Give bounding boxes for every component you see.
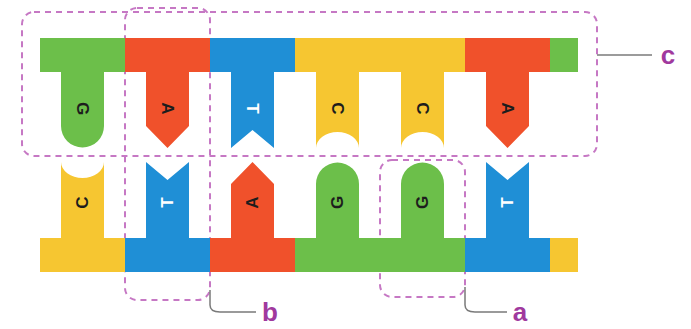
nucleotide: C: [295, 38, 380, 150]
callout-letter: b: [262, 299, 278, 325]
callout-letter: c: [661, 42, 675, 68]
callout-letter: a: [513, 299, 527, 325]
base-letter: G: [414, 195, 431, 208]
nucleotide-shape: [380, 38, 465, 150]
base-letter: T: [244, 103, 261, 113]
base-letter: A: [159, 102, 176, 114]
base-letter: C: [414, 102, 431, 114]
nucleotide: G: [380, 160, 465, 272]
base-letter: G: [329, 195, 346, 208]
base-letter: A: [499, 102, 516, 114]
nucleotide: T: [125, 160, 210, 272]
nucleotide-shape: [40, 160, 125, 272]
leader-line: [210, 290, 256, 312]
base-letter: T: [159, 197, 176, 207]
nucleotide: T: [210, 38, 295, 150]
nucleotide-shape: [465, 38, 550, 150]
leader-line: [465, 287, 507, 312]
nucleotide: G: [40, 38, 125, 150]
nucleotide: G: [295, 160, 380, 272]
nucleotide: A: [210, 160, 295, 272]
strand-end: [550, 38, 578, 72]
nucleotide-shape: [210, 38, 295, 150]
base-letter: C: [74, 196, 91, 208]
base-bracket: [380, 160, 465, 297]
strand-bracket: [22, 12, 597, 156]
nucleotide-shape: [125, 160, 210, 272]
base-letter: T: [499, 197, 516, 207]
nucleotide-shape: [295, 38, 380, 150]
nucleotide: A: [465, 38, 550, 150]
nucleotide: A: [125, 38, 210, 150]
nucleotide: C: [380, 38, 465, 150]
strand-end: [550, 238, 578, 272]
nucleotide-shape: [380, 160, 465, 272]
nucleotide-shape: [295, 160, 380, 272]
nucleotide-shape: [40, 38, 125, 150]
nucleotide: T: [465, 160, 550, 272]
nucleotide: C: [40, 160, 125, 272]
nucleotide-shape: [465, 160, 550, 272]
base-letter: G: [74, 101, 91, 114]
nucleotide-shape: [125, 38, 210, 150]
nucleotide-shape: [210, 160, 295, 272]
base-letter: A: [244, 196, 261, 208]
nucleotide-bracket: [125, 8, 210, 300]
base-letter: C: [329, 102, 346, 114]
leader-line: [597, 54, 652, 56]
